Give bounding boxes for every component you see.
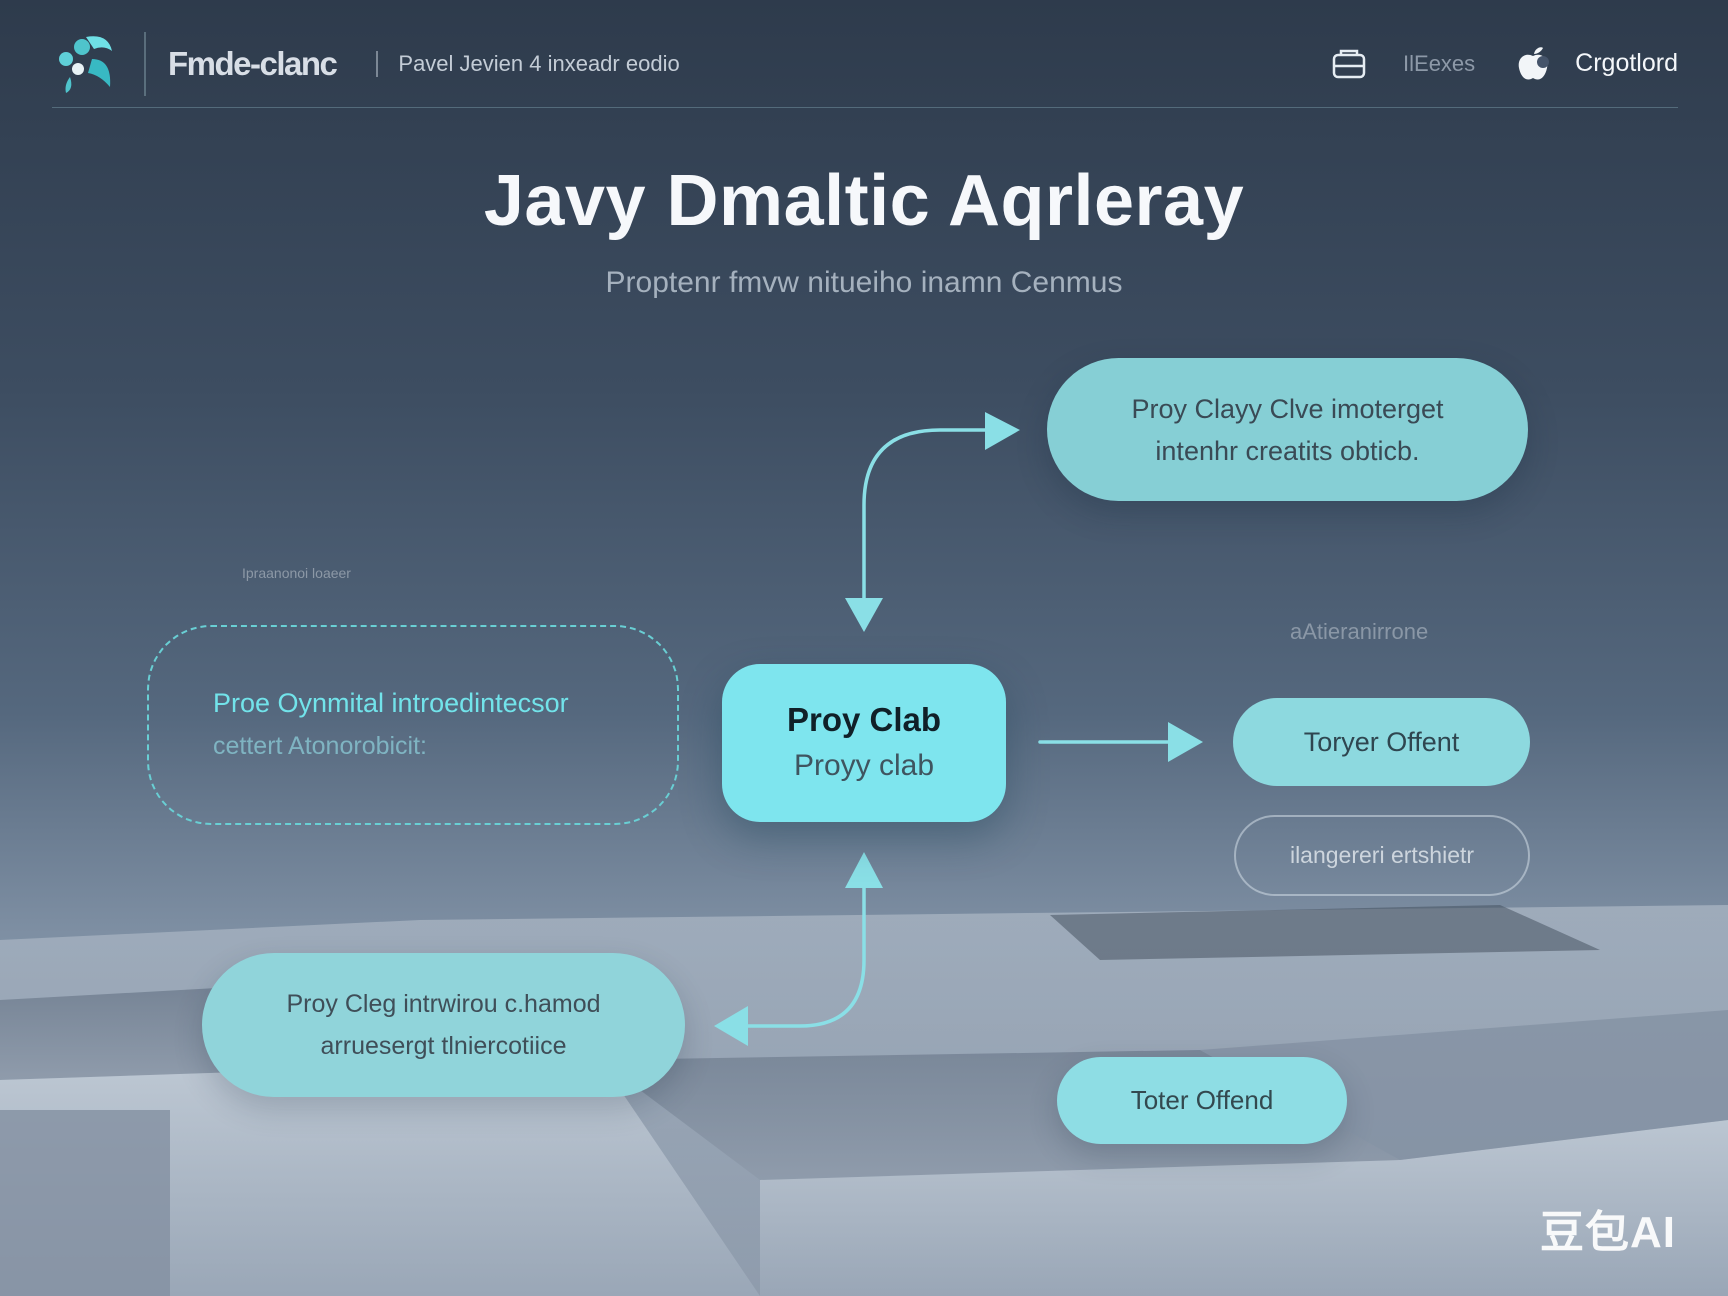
arrow-center-to-bottom-left-pill	[733, 878, 866, 1028]
outline-pill-label: ilangereri ertshietr	[1289, 842, 1475, 868]
center-node-title: Proy Clab	[786, 701, 942, 738]
top-pill-line1: Proy Clayy Clve imoterget	[1131, 393, 1444, 424]
header-divider	[144, 31, 146, 96]
bottom-right-pill-node[interactable]: Toter Offend	[1057, 1057, 1347, 1144]
right-pill-node[interactable]: Toryer Offent	[1233, 698, 1530, 786]
logo-icon[interactable]	[52, 29, 122, 99]
dashed-box-line1: Proe Oynmital introedintecsor	[213, 688, 569, 718]
top-header: Fmde-clanc Pavel Jevien 4 inxeadr eodio …	[52, 20, 1678, 108]
dashed-box-line2: cettert Atonorobicit:	[213, 732, 428, 760]
user-menu[interactable]: Crgotlord	[1575, 49, 1678, 77]
brand-name[interactable]: Fmde-clanc	[168, 44, 338, 82]
arrowhead-center-bottom	[845, 852, 883, 888]
breadcrumb[interactable]: Pavel Jevien 4 inxeadr eodio	[398, 50, 680, 76]
right-column-label: aAtieranirrone	[1290, 619, 1429, 644]
bottom-left-pill-line1: Proy Cleg intrwirou c.hamod	[286, 990, 601, 1018]
bottom-left-pill-line2: arruesergt tlniercotiice	[320, 1032, 567, 1060]
arrowhead-top-pill	[985, 412, 1020, 450]
nav-label[interactable]: IlEexes	[1403, 50, 1476, 76]
arrowhead-bottom-left-pill	[714, 1006, 748, 1046]
arrow-center-to-top-pill	[862, 428, 992, 602]
right-pill-label: Toryer Offent	[1303, 726, 1460, 757]
breadcrumb-divider	[376, 50, 379, 77]
top-pill-node[interactable]: Proy Clayy Clve imoterget intenhr creati…	[1047, 358, 1528, 501]
header-actions: IlEexes Crgotlord	[1329, 44, 1678, 84]
bottom-left-pill-node[interactable]: Proy Cleg intrwirou c.hamod arruesergt t…	[202, 953, 685, 1097]
bottom-right-pill-label: Toter Offend	[1130, 1085, 1274, 1115]
top-pill-line2: intenhr creatits obticb.	[1155, 435, 1420, 466]
page-subtitle: Proptenr fmvw nitueiho inamn Cenmus	[605, 266, 1123, 299]
arrowhead-center-top	[845, 598, 883, 632]
center-node[interactable]: Proy Clab Proyy clab	[722, 664, 1006, 822]
arrowhead-right-pill	[1168, 722, 1203, 762]
window-icon[interactable]	[1329, 44, 1369, 84]
page-title: Javy Dmaltic Aqrleray	[483, 161, 1245, 241]
watermark: 豆包AI	[1540, 1208, 1676, 1257]
apple-icon[interactable]	[1513, 44, 1553, 84]
dashed-group-node[interactable]: Proe Oynmital introedintecsor cettert At…	[147, 625, 679, 825]
outline-pill-node[interactable]: ilangereri ertshietr	[1234, 815, 1530, 896]
center-node-subtitle: Proyy clab	[793, 749, 935, 782]
dashed-box-caption: Ipraanonoi loaeer	[242, 565, 351, 581]
